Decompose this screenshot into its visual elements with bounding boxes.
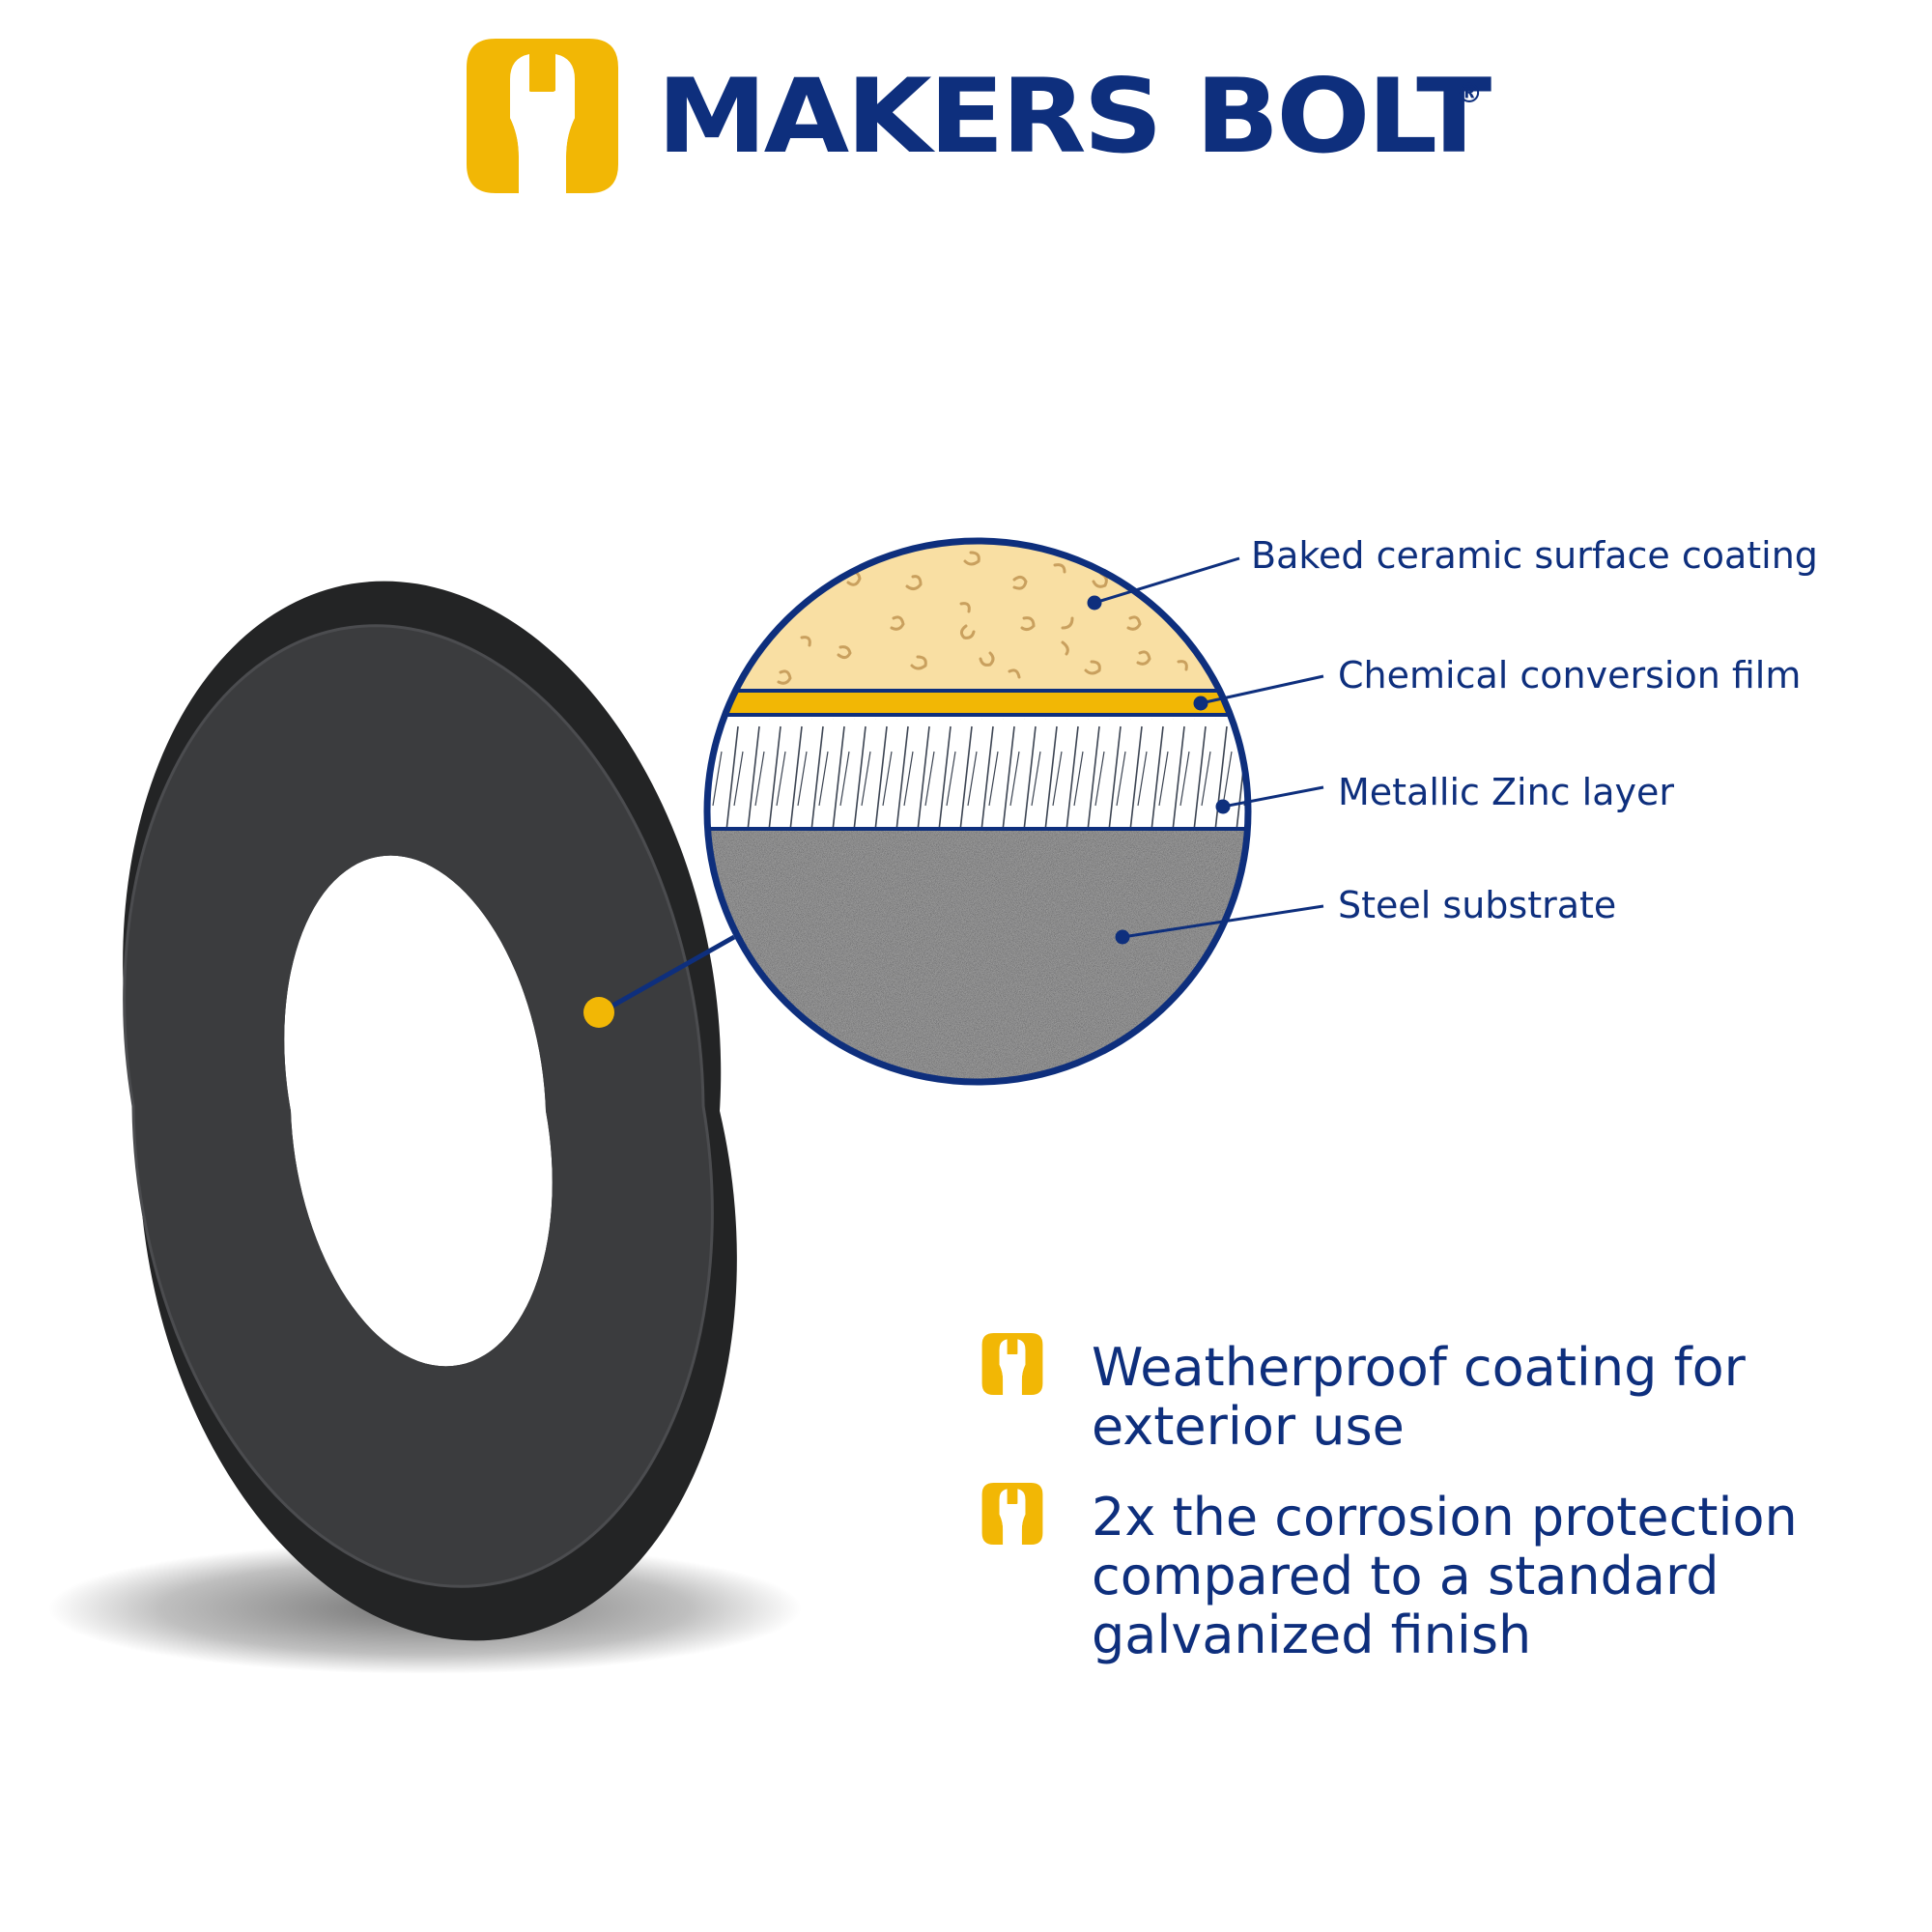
connector-line [599,934,736,1015]
steel-substrate-band [707,831,1248,1082]
label-steel-substrate: Steel substrate [1338,884,1617,926]
registered-mark: ® [1456,77,1483,109]
washer-icon [48,581,802,1674]
feature-text: 2x the corrosion protection compared to … [1092,1487,1798,1665]
label-ceramic-coating: Baked ceramic surface coating [1251,534,1818,577]
label-conversion-film: Chemical conversion film [1338,654,1802,696]
label-zinc-layer: Metallic Zinc layer [1338,771,1674,813]
callout-dot [583,997,614,1028]
conversion-film-band [707,691,1248,715]
wrench-shield-icon [467,39,618,193]
leader-lines [1087,556,1324,945]
wrench-shield-icon [981,1483,1043,1545]
wrench-shield-icon [981,1333,1043,1395]
brand-wordmark: MAKERS BOLT [657,57,1492,176]
feature-text: Weatherproof coating for exterior use [1092,1337,1746,1457]
magnifier-ring [703,537,1252,1086]
